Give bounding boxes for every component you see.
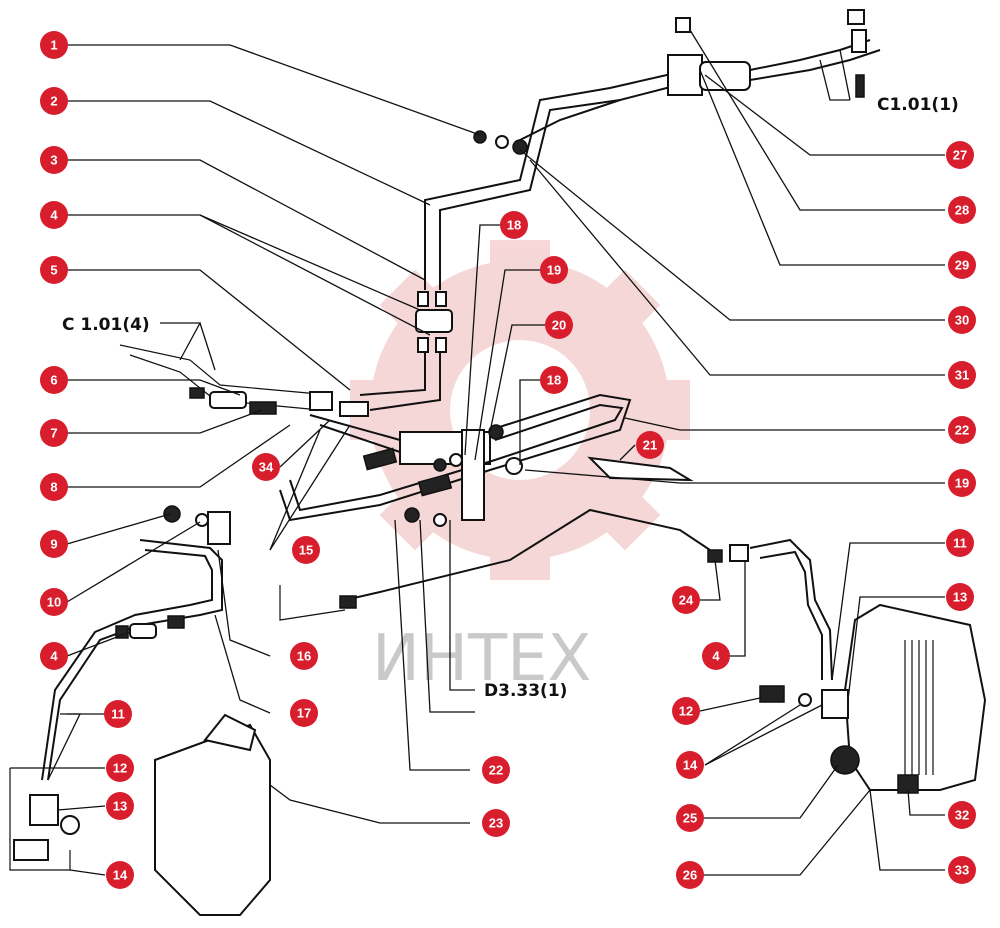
- callout-8[interactable]: 8: [40, 473, 68, 501]
- callout-22-bottom[interactable]: 22: [482, 756, 510, 784]
- svg-text:33: 33: [955, 863, 969, 878]
- callout-13-left[interactable]: 13: [106, 792, 134, 820]
- callout-4[interactable]: 4: [40, 201, 68, 229]
- svg-text:5: 5: [50, 263, 57, 278]
- svg-text:19: 19: [547, 263, 561, 278]
- callout-24[interactable]: 24: [672, 586, 700, 614]
- callout-4-right[interactable]: 4: [702, 642, 730, 670]
- svg-text:15: 15: [299, 543, 313, 558]
- svg-text:1: 1: [50, 38, 57, 53]
- callout-17[interactable]: 17: [290, 699, 318, 727]
- svg-text:13: 13: [953, 590, 967, 605]
- callout-2[interactable]: 2: [40, 87, 68, 115]
- callout-5[interactable]: 5: [40, 256, 68, 284]
- svg-text:14: 14: [113, 868, 128, 883]
- callout-9[interactable]: 9: [40, 530, 68, 558]
- callout-21[interactable]: 21: [636, 431, 664, 459]
- callout-16[interactable]: 16: [290, 642, 318, 670]
- svg-text:34: 34: [259, 460, 274, 475]
- callout-7[interactable]: 7: [40, 419, 68, 447]
- svg-text:2: 2: [50, 94, 57, 109]
- svg-text:28: 28: [955, 203, 969, 218]
- callout-27[interactable]: 27: [946, 141, 974, 169]
- callout-4-left[interactable]: 4: [40, 642, 68, 670]
- callout-22-right[interactable]: 22: [948, 416, 976, 444]
- callout-14-right[interactable]: 14: [676, 751, 704, 779]
- callout-30[interactable]: 30: [948, 306, 976, 334]
- cooler-fins: [904, 640, 934, 775]
- svg-text:30: 30: [955, 313, 969, 328]
- svg-text:9: 9: [50, 537, 57, 552]
- svg-text:4: 4: [50, 208, 58, 223]
- callout-15[interactable]: 15: [292, 536, 320, 564]
- callout-6[interactable]: 6: [40, 366, 68, 394]
- svg-text:17: 17: [297, 706, 311, 721]
- svg-text:4: 4: [50, 649, 58, 664]
- callout-3[interactable]: 3: [40, 146, 68, 174]
- callout-26[interactable]: 26: [676, 861, 704, 889]
- svg-text:11: 11: [953, 536, 967, 551]
- svg-text:22: 22: [955, 423, 969, 438]
- svg-text:18: 18: [547, 373, 561, 388]
- svg-text:10: 10: [47, 595, 61, 610]
- callout-29[interactable]: 29: [948, 251, 976, 279]
- svg-text:22: 22: [489, 763, 503, 778]
- callout-32[interactable]: 32: [948, 801, 976, 829]
- leader-lines: [10, 29, 945, 876]
- callout-18-top[interactable]: 18: [500, 211, 528, 239]
- callout-12-right[interactable]: 12: [672, 697, 700, 725]
- svg-text:19: 19: [955, 476, 969, 491]
- svg-text:20: 20: [552, 318, 566, 333]
- svg-text:31: 31: [955, 368, 969, 383]
- watermark-text: ИНТЕХ: [372, 622, 591, 696]
- callout-1[interactable]: 1: [40, 31, 68, 59]
- svg-text:13: 13: [113, 799, 127, 814]
- pipe-drawing: [9, 9, 987, 916]
- svg-text:23: 23: [489, 816, 503, 831]
- callout-18-mid[interactable]: 18: [540, 366, 568, 394]
- svg-text:32: 32: [955, 808, 969, 823]
- svg-text:27: 27: [953, 148, 967, 163]
- svg-text:24: 24: [679, 593, 694, 608]
- callout-25[interactable]: 25: [676, 804, 704, 832]
- callout-19-right[interactable]: 19: [948, 469, 976, 497]
- svg-text:21: 21: [643, 438, 657, 453]
- svg-text:3: 3: [50, 153, 57, 168]
- callout-33[interactable]: 33: [948, 856, 976, 884]
- svg-text:14: 14: [683, 758, 698, 773]
- callout-19-top[interactable]: 19: [540, 256, 568, 284]
- callout-10[interactable]: 10: [40, 588, 68, 616]
- callout-28[interactable]: 28: [948, 196, 976, 224]
- svg-text:8: 8: [50, 480, 57, 495]
- svg-text:4: 4: [712, 649, 720, 664]
- svg-text:6: 6: [50, 373, 57, 388]
- reference-label-c101-4: C 1.01(4): [62, 315, 150, 335]
- svg-text:12: 12: [113, 761, 127, 776]
- callout-31[interactable]: 31: [948, 361, 976, 389]
- svg-text:7: 7: [50, 426, 57, 441]
- reference-label-c101-1: C1.01(1): [877, 95, 959, 115]
- callout-11-left[interactable]: 11: [104, 700, 132, 728]
- svg-text:12: 12: [679, 704, 693, 719]
- callout-13-right[interactable]: 13: [946, 583, 974, 611]
- svg-text:11: 11: [111, 707, 125, 722]
- callout-20[interactable]: 20: [545, 311, 573, 339]
- svg-text:26: 26: [683, 868, 697, 883]
- callout-12-left[interactable]: 12: [106, 754, 134, 782]
- callout-34[interactable]: 34: [252, 453, 280, 481]
- svg-text:29: 29: [955, 258, 969, 273]
- callout-23[interactable]: 23: [482, 809, 510, 837]
- svg-text:16: 16: [297, 649, 311, 664]
- callout-14-left[interactable]: 14: [106, 861, 134, 889]
- svg-text:18: 18: [507, 218, 521, 233]
- callout-11-right[interactable]: 11: [946, 529, 974, 557]
- svg-text:25: 25: [683, 811, 697, 826]
- reference-label-d333-1: D3.33(1): [484, 681, 567, 701]
